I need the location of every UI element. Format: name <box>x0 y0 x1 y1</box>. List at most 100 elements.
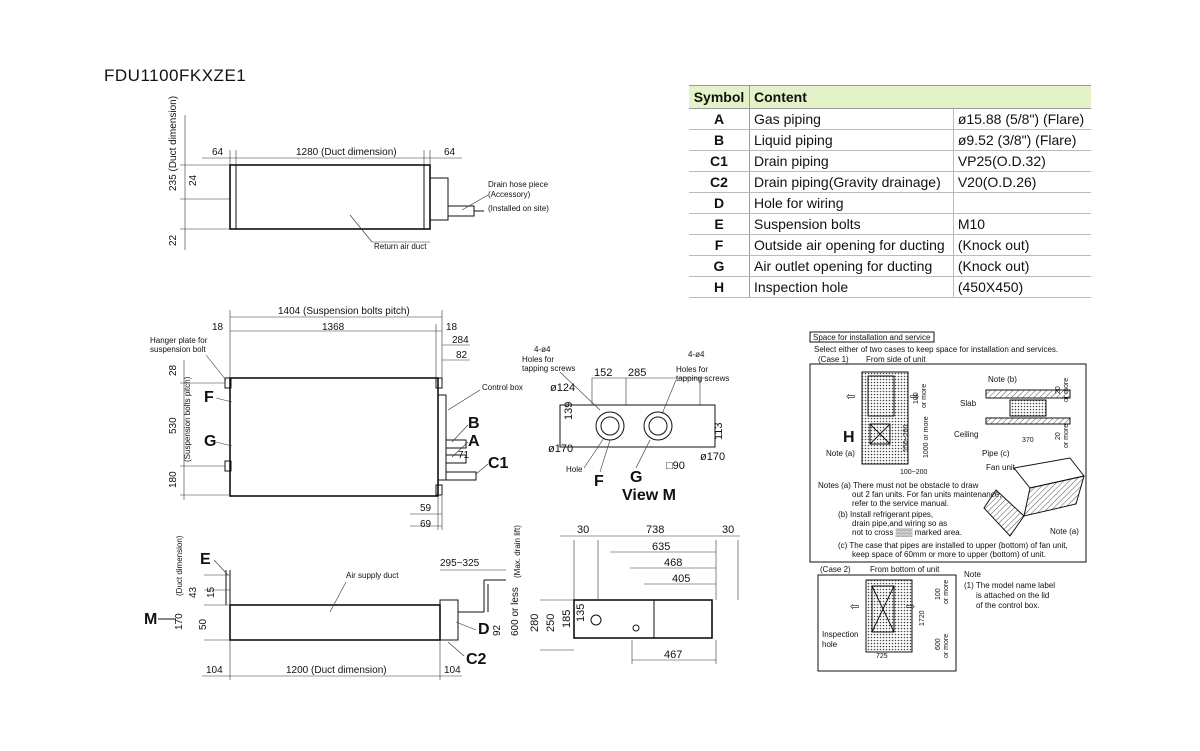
row-spec: (450X450) <box>952 276 1091 298</box>
arrow-right-icon: ⇨ <box>906 601 915 613</box>
case2-d600: 600 <box>935 638 942 650</box>
model-title: FDU1100FKXZE1 <box>104 66 247 85</box>
label-C1: C1 <box>488 455 509 472</box>
dim-600-note: (Max. drain lift) <box>513 525 522 578</box>
row-content: Gas piping <box>749 108 954 130</box>
label-D: D <box>478 621 490 638</box>
label-M: M <box>144 611 157 628</box>
row-symbol: C1 <box>689 150 750 172</box>
case1-label: (Case 1) <box>818 355 849 364</box>
case2-d725: 725 <box>876 653 888 660</box>
dim-15: 15 <box>206 586 217 598</box>
note-line-6: not to cross ▒▒▒ marked area. <box>852 528 962 537</box>
dim-235: 235 (Duct dimension) <box>168 96 179 191</box>
service-title: Space for installation and service <box>813 333 931 342</box>
note-line-2: out 2 fan units. For fan units maintenan… <box>852 490 1001 499</box>
row-content: Air outlet opening for ducting <box>749 255 954 277</box>
note-text-1: (1) The model name label <box>964 581 1055 590</box>
dim-30-right: 30 <box>722 524 734 536</box>
air-supply-label: Air supply duct <box>346 571 399 580</box>
top-view: 64 1280 (Duct dimension) 64 235 (Duct di… <box>168 96 549 251</box>
case2-label: (Case 2) <box>820 565 851 574</box>
dim-71: 71 <box>458 450 470 461</box>
dim-50: 50 <box>198 618 209 630</box>
label-E: E <box>200 551 211 568</box>
holes-left-1: 4-ø4 <box>534 345 551 354</box>
inspection-label-2: hole <box>822 640 838 649</box>
dim-170: 170 <box>174 613 185 630</box>
case1-d1000: 1000 or more <box>923 416 930 458</box>
dim-69: 69 <box>420 519 432 530</box>
view-m: 152 285 4-ø4 Holes for tapping screws 4-… <box>522 345 729 504</box>
return-air-label: Return air duct <box>374 242 427 251</box>
row-spec: (Knock out) <box>952 234 1091 256</box>
unit-side-body <box>229 604 441 641</box>
holes-right-3: tapping screws <box>676 374 729 383</box>
label-C2: C2 <box>466 651 487 668</box>
unit-top-body <box>229 164 431 230</box>
dim-284: 284 <box>452 335 469 346</box>
dim-139: 139 <box>563 402 575 420</box>
note-title: Note <box>964 570 981 579</box>
row-content: Suspension bolts <box>749 213 954 235</box>
hanger-label-1: Hanger plate for <box>150 336 208 345</box>
note-b: Note (b) <box>988 375 1017 384</box>
row-spec: (Knock out) <box>952 255 1091 277</box>
case1-note-a: Note (a) <box>826 449 855 458</box>
case1-d100-or: or more <box>921 384 928 408</box>
drain-hose-label: Drain hose piece <box>488 180 549 189</box>
dim-530-note: (Suspension bolts pitch) <box>183 376 192 462</box>
dim-1368: 1368 <box>322 322 345 333</box>
service-select: Select either of two cases to keep space… <box>814 345 1058 354</box>
plan-view: 1404 (Suspension bolts pitch) 18 1368 18… <box>150 306 523 530</box>
case1-d20b-or: or more <box>1063 424 1070 448</box>
case1-d100: 100 <box>913 392 920 404</box>
note-line-7: (c) The case that pipes are installed to… <box>838 541 1068 550</box>
dim-113: 113 <box>713 422 725 440</box>
holes-right-1: 4-ø4 <box>688 350 705 359</box>
case1-box <box>809 363 1087 563</box>
dim-738: 738 <box>646 524 664 536</box>
case1-d150: 150~200 <box>903 424 910 452</box>
case2-d600-or: or more <box>943 634 950 658</box>
row-symbol: D <box>689 192 750 214</box>
dim-104-left: 104 <box>206 665 223 676</box>
arrow-left-icon: ⇦ <box>846 391 855 403</box>
dim-124: ø124 <box>550 382 575 394</box>
dim-30-left: 30 <box>577 524 589 536</box>
dim-18-left: 18 <box>212 322 224 333</box>
dim-24: 24 <box>188 174 199 186</box>
case2-box <box>817 574 957 672</box>
dim-1404: 1404 (Suspension bolts pitch) <box>278 306 410 317</box>
holes-left-3: tapping screws <box>522 364 575 373</box>
pipe-c-label: Pipe (c) <box>982 449 1010 458</box>
note-line-1: Notes (a) There must not be obstacle to … <box>818 481 979 490</box>
dim-1280: 1280 (Duct dimension) <box>296 147 397 158</box>
unit-plan-body <box>229 377 439 497</box>
arrow-left-icon: ⇦ <box>850 601 859 613</box>
dim-90: □90 <box>666 460 685 472</box>
dim-152: 152 <box>594 367 612 379</box>
row-symbol: A <box>689 108 750 130</box>
dim-468: 468 <box>664 557 682 569</box>
row-content: Hole for wiring <box>749 192 954 214</box>
row-symbol: F <box>689 234 750 256</box>
case2-d1720: 1720 <box>919 610 926 626</box>
slab-label: Slab <box>960 399 977 408</box>
row-spec: M10 <box>952 213 1091 235</box>
case1-d20b: 20 <box>1055 432 1062 440</box>
dim-185: 185 <box>561 610 573 628</box>
table-header-row: Symbol Content <box>689 85 1091 109</box>
dim-82: 82 <box>456 350 468 361</box>
label-G: G <box>204 433 216 450</box>
row-symbol: G <box>689 255 750 277</box>
dim-64-left: 64 <box>212 147 224 158</box>
row-symbol: C2 <box>689 171 750 193</box>
row-content: Outside air opening for ducting <box>749 234 954 256</box>
fan-unit-label: Fan unit <box>986 463 1016 472</box>
